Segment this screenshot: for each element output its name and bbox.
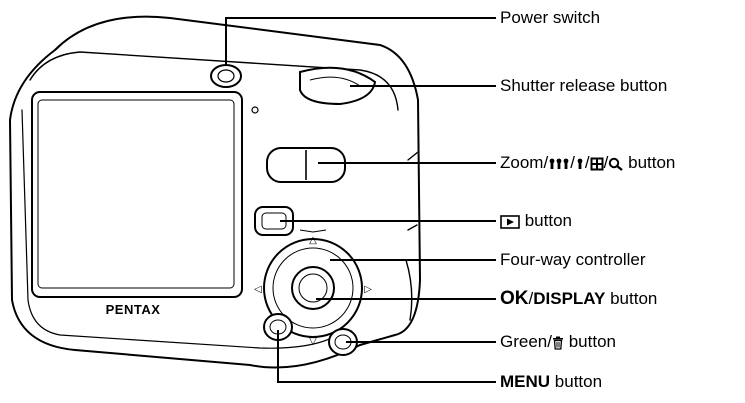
brand-logo: PENTAX [106, 302, 161, 317]
power-switch[interactable] [210, 64, 242, 88]
label-menu-strong: MENU [500, 372, 551, 391]
label-ok-slash: / [528, 289, 534, 308]
label-power-switch: Power switch [500, 8, 600, 28]
label-zoom-prefix: Zoom/ [500, 153, 549, 172]
magnify-icon [609, 157, 624, 171]
lcd-screen [31, 91, 243, 298]
svg-text:▷: ▷ [364, 284, 372, 295]
label-ok-display: OK/DISPLAY button [500, 289, 657, 309]
status-lamp [251, 106, 259, 114]
label-shutter-release: Shutter release button [500, 76, 667, 96]
trash-icon [552, 336, 563, 350]
label-zoom: Zoom//// button [500, 153, 676, 172]
shutter-release-button[interactable] [299, 66, 377, 106]
label-menu-suffix: button [550, 372, 603, 391]
svg-text:◁: ◁ [254, 284, 262, 295]
leader-lines [225, 17, 496, 383]
label-green: Green/ button [500, 332, 616, 352]
leader-power [225, 17, 496, 66]
label-four-way-text: Four-way controller [500, 250, 646, 269]
label-green-prefix: Green/ [500, 332, 552, 351]
label-playback: button [500, 211, 572, 231]
label-ok-strong: OK [500, 288, 529, 309]
tele-icon [549, 158, 569, 169]
label-shutter-release-text: Shutter release button [500, 76, 668, 95]
zoom-lever[interactable] [266, 147, 346, 183]
label-power-switch-text: Power switch [500, 8, 601, 27]
label-display-strong: DISPLAY [533, 289, 606, 308]
label-green-suffix: button [563, 332, 616, 351]
leader-menu [277, 330, 496, 383]
svg-text:△: △ [309, 235, 317, 246]
label-ok-suffix: button [605, 289, 658, 308]
ok-display-button[interactable] [291, 266, 335, 310]
svg-text:▽: ▽ [309, 336, 317, 347]
label-zoom-suffix: button [623, 153, 676, 172]
label-four-way: Four-way controller [500, 250, 646, 270]
playback-icon [500, 214, 520, 229]
wide-icon [577, 158, 583, 169]
label-menu: MENU button [500, 372, 602, 392]
label-playback-suffix: button [520, 211, 572, 230]
index-icon [590, 157, 604, 171]
